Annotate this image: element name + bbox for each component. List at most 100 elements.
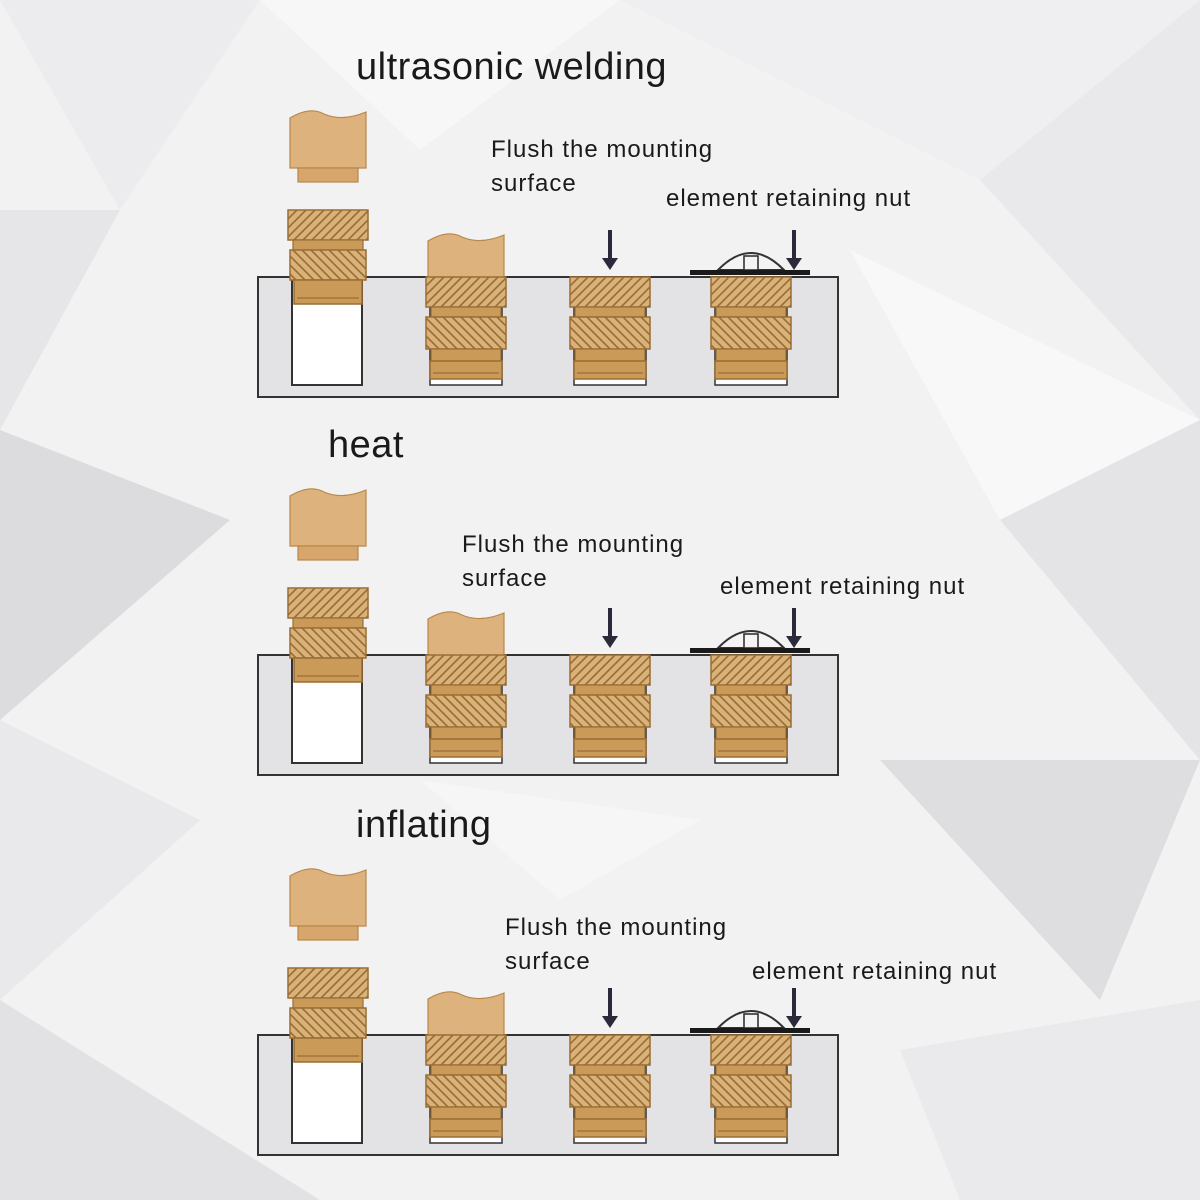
insert-neck [292, 997, 364, 1009]
insert-step3 [569, 1034, 651, 1138]
nut-arrow [786, 608, 802, 648]
insert-neck [430, 684, 502, 696]
insert-neck [574, 684, 646, 696]
nut-arrow [786, 230, 802, 270]
flush-label-line1: Flush the mounting [505, 914, 728, 941]
insert-neck [430, 1064, 502, 1076]
insert-mid-knurl [425, 316, 507, 350]
insert-mid-knurl [569, 1074, 651, 1108]
insert-neck [715, 1106, 787, 1120]
diagram-inflating [257, 868, 839, 1156]
insert-mid-knurl [710, 316, 792, 350]
washer [690, 648, 810, 653]
flush-label-line2: surface [491, 170, 577, 197]
tool-tip [297, 545, 359, 561]
insert-step4 [710, 276, 792, 380]
insert-top-knurl [425, 654, 507, 686]
insert-mid-knurl [289, 627, 367, 659]
insert-top-knurl [710, 654, 792, 686]
tool-body [289, 488, 367, 547]
insert-neck [574, 726, 646, 740]
screw-slot [743, 255, 759, 271]
insert-bottom-collar [429, 738, 503, 758]
insert-neck [292, 617, 364, 629]
insert-bottom-collar [429, 360, 503, 380]
nut-label: element retaining nut [752, 958, 998, 985]
panel-title: ultrasonic welding [356, 46, 668, 88]
flush-label-line2: surface [462, 565, 548, 592]
diagram-ultrasonic-welding [257, 110, 839, 398]
insert-step1-raised [287, 967, 369, 1063]
insert-step1-raised [287, 209, 369, 305]
insert-top-knurl [287, 209, 369, 241]
tool-step1 [289, 868, 367, 941]
insert-mid-knurl [569, 316, 651, 350]
insert-top-knurl [569, 1034, 651, 1066]
tool-step1 [289, 488, 367, 561]
insert-step4 [710, 1034, 792, 1138]
flush-label-line1: Flush the mounting [462, 531, 685, 558]
flush-arrow [602, 608, 618, 648]
insert-bottom-collar [573, 360, 647, 380]
panel-inflating: inflating Flush the mounting surface ele… [0, 798, 1200, 1178]
tool-tip [297, 167, 359, 183]
insert-mid-knurl [569, 694, 651, 728]
insert-top-knurl [425, 276, 507, 308]
screw-slot [743, 1013, 759, 1029]
insert-neck [574, 348, 646, 362]
insert-bottom-collar [714, 738, 788, 758]
flush-label: Flush the mounting surface [462, 528, 684, 596]
panel-title: inflating [356, 804, 492, 846]
insert-neck [292, 239, 364, 251]
insert-neck [715, 1064, 787, 1076]
nut-arrow [786, 988, 802, 1028]
retaining-screw [690, 630, 810, 653]
insert-step2 [425, 276, 507, 380]
insert-bottom-collar [714, 1118, 788, 1138]
tool-tip [297, 925, 359, 941]
insert-bottom-collar [293, 1037, 363, 1063]
insert-neck [715, 684, 787, 696]
washer [690, 270, 810, 275]
insert-top-knurl [425, 1034, 507, 1066]
screw-slot [743, 633, 759, 649]
insert-bottom-collar [429, 1118, 503, 1138]
insert-bottom-collar [293, 279, 363, 305]
tool-body [289, 868, 367, 927]
insert-step1-raised [287, 587, 369, 683]
insert-bottom-collar [573, 1118, 647, 1138]
panel-title: heat [328, 424, 404, 466]
insert-neck [430, 306, 502, 318]
flush-label: Flush the mounting surface [491, 133, 713, 201]
nut-label: element retaining nut [666, 185, 912, 212]
insert-top-knurl [569, 654, 651, 686]
insert-bottom-collar [573, 738, 647, 758]
flush-label-line1: Flush the mounting [491, 136, 714, 163]
insert-neck [715, 306, 787, 318]
insert-bottom-collar [714, 360, 788, 380]
diagram-heat [257, 488, 839, 776]
insert-mid-knurl [710, 1074, 792, 1108]
insert-step2 [425, 654, 507, 758]
insert-top-knurl [287, 587, 369, 619]
insert-neck [430, 348, 502, 362]
insert-step3 [569, 654, 651, 758]
insert-neck [715, 348, 787, 362]
panel-ultrasonic-welding: ultrasonic welding Flush the mounting su… [0, 40, 1200, 420]
nut-label: element retaining nut [720, 573, 966, 600]
flush-label: Flush the mounting surface [505, 911, 727, 979]
insert-top-knurl [569, 276, 651, 308]
retaining-screw [690, 252, 810, 275]
flush-arrow [602, 230, 618, 270]
flush-label-line2: surface [505, 948, 591, 975]
washer [690, 1028, 810, 1033]
insert-top-knurl [287, 967, 369, 999]
insert-mid-knurl [425, 694, 507, 728]
insert-neck [574, 1106, 646, 1120]
insert-neck [430, 1106, 502, 1120]
insert-neck [430, 726, 502, 740]
insert-neck [574, 1064, 646, 1076]
panel-heat: heat Flush the mounting surface element … [0, 418, 1200, 798]
insert-mid-knurl [425, 1074, 507, 1108]
